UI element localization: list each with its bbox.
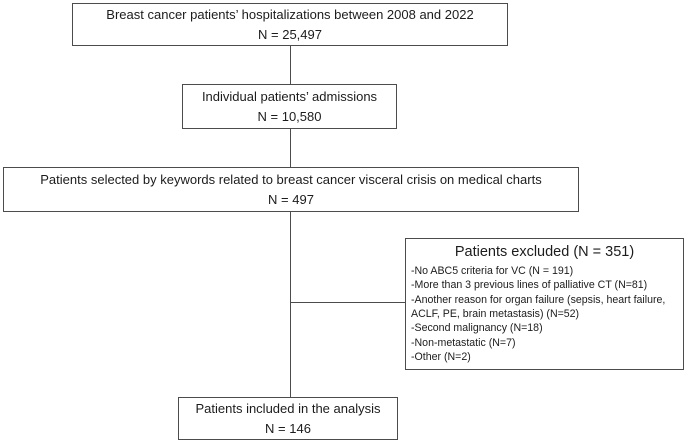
box-label: Individual patients’ admissions <box>201 89 378 104</box>
excluded-item: -More than 3 previous lines of palliativ… <box>411 279 648 292</box>
box-count: N = 10,580 <box>257 108 322 124</box>
box-label: Patients selected by keywords related to… <box>40 172 542 187</box>
excluded-item: -No ABC5 criteria for VC (N = 191) <box>411 264 574 277</box>
flow-box-hospitalizations: Breast cancer patients’ hospitalizations… <box>72 3 508 46</box>
connector-hospitalizations-to-admissions <box>290 46 291 84</box>
connector-admissions-to-keywords <box>290 129 291 167</box>
excluded-item: -Second malignancy (N=18) <box>411 322 543 335</box>
excluded-item: -Another reason for organ failure (sepsi… <box>411 293 666 321</box>
excluded-box: Patients excluded (N = 351) -No ABC5 cri… <box>405 238 684 370</box>
excluded-list: -No ABC5 criteria for VC (N = 191) -More… <box>411 264 678 365</box>
connector-keywords-to-included <box>290 212 291 397</box>
excluded-item: -Non-metastatic (N=7) <box>411 336 516 349</box>
box-count: N = 497 <box>268 191 314 207</box>
box-count: N = 25,497 <box>258 26 322 42</box>
connector-branch-to-excluded <box>291 302 405 303</box>
box-label: Breast cancer patients’ hospitalizations… <box>106 7 474 22</box>
excluded-title: Patients excluded (N = 351) <box>454 244 635 260</box>
flow-box-keywords: Patients selected by keywords related to… <box>3 167 579 212</box>
flow-box-included: Patients included in the analysis N = 14… <box>178 397 398 440</box>
box-label: Patients included in the analysis <box>195 401 381 416</box>
excluded-item: -Other (N=2) <box>411 351 471 364</box>
box-count: N = 146 <box>265 420 311 436</box>
flow-box-admissions: Individual patients’ admissions N = 10,5… <box>182 84 397 129</box>
